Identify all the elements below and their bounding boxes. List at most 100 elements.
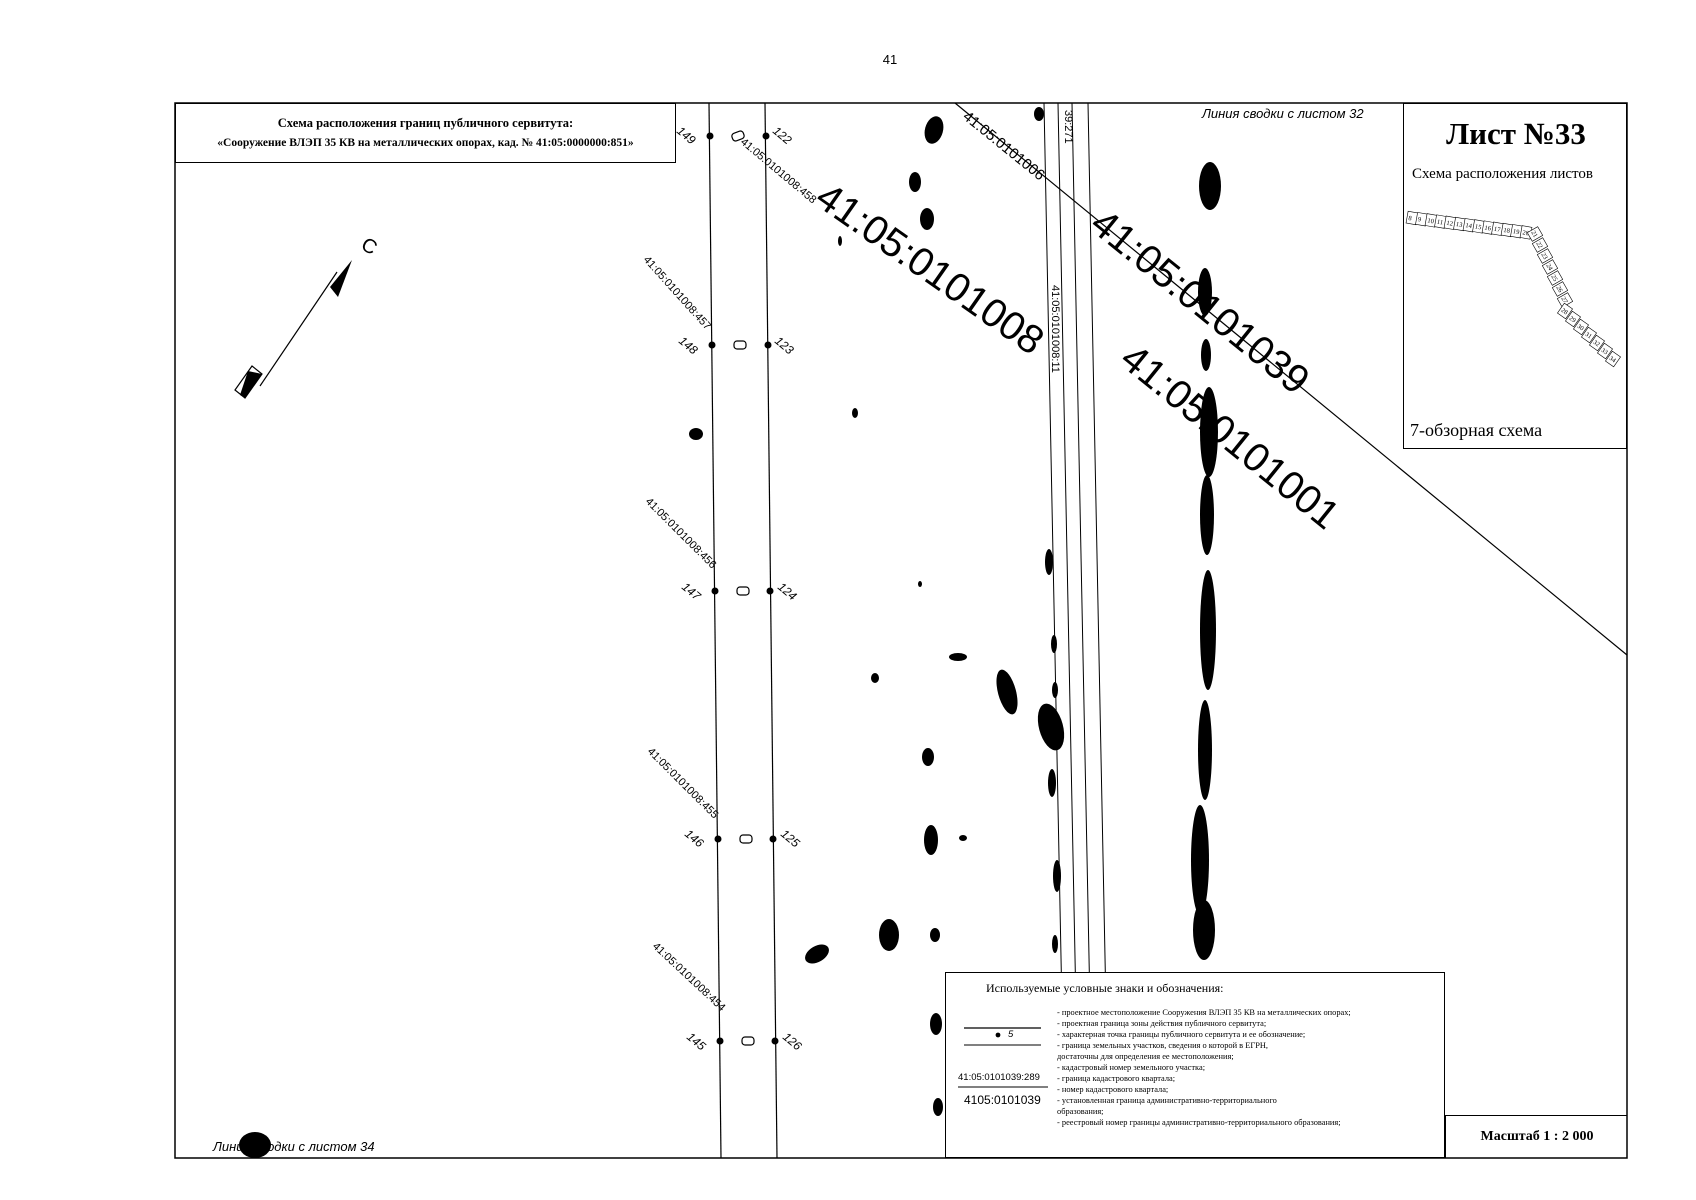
boundary-point [711,587,719,595]
junction-line-bottom: Линия сводки с листом 34 [212,1139,375,1154]
mini-sheet-number: 8 [1408,215,1412,222]
boundary-point [764,341,772,349]
title-box: Схема расположения границ публичного сер… [175,103,676,163]
title-line-2: «Сооружение ВЛЭП 35 КВ на металлических … [217,137,634,149]
stream-patch [1199,162,1221,210]
boundary-points [706,132,779,1045]
mini-sheet-cell: 32 [1589,334,1605,352]
mini-sheet-number: 12 [1446,220,1454,228]
stream-patch [1191,805,1209,915]
legend-samples [958,1027,1048,1088]
parcel-number: 41:05:0101008:458 [738,136,818,206]
north-label: С [357,233,381,259]
mini-sheet-number: 9 [1417,216,1421,223]
mini-sheet-number: 15 [1474,223,1482,231]
point-label: 145 [684,1030,709,1054]
boundary-point [769,835,777,843]
mini-sheet-number: 29 [1568,315,1577,324]
mini-sheet-cell: 30 [1573,318,1589,336]
point-label: 149 [674,124,699,148]
dark-patch [689,428,703,440]
quarter-number: 41:05:0101006 [959,108,1047,184]
parcel-number: 41:05:0101008:457 [641,254,713,333]
dark-patch [239,1132,271,1158]
mini-sheet-cell: 18 [1500,222,1514,238]
sheet-title: Лист №33 [1446,116,1586,151]
mini-sheet-number: 27 [1559,296,1569,306]
dark-patch [1034,107,1044,121]
mini-sheet-cell: 25 [1546,270,1564,286]
legend-item: - характерная точка границы публичного с… [1057,1030,1306,1039]
dark-patch [996,669,1018,715]
junction-line-top: Линия сводки с листом 32 [1201,106,1364,121]
legend-item: достаточны для определения ее местополож… [1057,1052,1234,1061]
stream-patch [1200,475,1214,555]
sheet-subtitle: Схема расположения листов [1412,166,1593,182]
dark-patch [1048,769,1056,797]
tower-icon [741,1036,755,1046]
mini-sheet-number: 26 [1554,285,1564,295]
mini-sheet-number: 24 [1544,263,1554,273]
stream-patch [1193,900,1215,960]
mini-sheet-number: 17 [1493,226,1501,234]
scale-box: Масштаб 1 : 2 000 [1445,1115,1627,1158]
title-line-1: Схема расположения границ публичного сер… [277,116,574,130]
dark-patch [805,944,829,964]
legend-item: - проектное местоположение Сооружения ВЛ… [1057,1008,1351,1017]
dark-patch [852,408,858,418]
legend-item: - кадастровый номер земельного участка; [1057,1063,1206,1072]
dark-patch [1052,682,1058,698]
mini-sheet-cell: 31 [1581,326,1597,344]
boundary-point [706,132,714,140]
dark-patch [924,825,938,855]
tower-icon [731,130,745,142]
stream-patch [1198,700,1212,800]
parcel-number: 41:05:0101008:11 [1049,285,1061,373]
point-label: 123 [772,334,797,358]
dark-patch [1051,635,1057,653]
tower-icon [739,834,753,844]
mini-sheet-cell: 21 [1526,226,1544,242]
stream-patch [1200,570,1216,690]
dark-patch [1037,703,1065,751]
stream-patch [1198,268,1212,316]
mini-sheet-cell: 28 [1557,302,1573,320]
parcel-number: 41:05:0101008:455 [645,746,721,822]
parcel-number: 41:05:0101008:454 [650,940,728,1013]
mini-sheet-number: 25 [1549,274,1558,283]
mini-sheet-number: 34 [1608,355,1618,365]
boundary-point [708,341,716,349]
mini-sheet-number: 32 [1592,339,1601,348]
servitude-boundary-right [764,102,778,1159]
tower-icon [733,340,747,350]
mini-sheet-cell: 27 [1556,292,1574,308]
stream-patch [1200,387,1218,477]
point-label: 147 [679,580,704,604]
legend-sample-point: 5 [1008,1029,1014,1040]
map-frame [174,102,1628,1159]
boundary-point [714,835,722,843]
mini-sheet-cell: 22 [1531,237,1549,253]
dark-patch [924,116,944,144]
mini-sheet-number: 23 [1539,252,1548,261]
mini-sheet-number: 31 [1584,331,1593,340]
mini-sheet-number: 19 [1512,228,1520,236]
legend-item: - установленная граница административно-… [1057,1096,1277,1105]
dark-patch [879,919,899,951]
legend-point-icon [995,1032,1001,1038]
mini-sheet-cell: 9 [1415,212,1428,227]
mini-sheet-cell: 34 [1605,350,1621,368]
page-number: 41 [882,52,898,67]
north-arrow-icon [234,260,352,399]
servitude-boundary-left [708,102,722,1159]
legend-item: - реестровый номер границы административ… [1057,1118,1341,1127]
stream-patch [1201,339,1211,371]
point-label: 124 [775,580,800,604]
dark-patch [918,581,922,587]
legend-item: - номер кадастрового квартала; [1057,1085,1169,1094]
legend-box: Используемые условные знаки и обозначени… [945,972,1445,1158]
mini-sheet-number: 11 [1436,219,1443,227]
